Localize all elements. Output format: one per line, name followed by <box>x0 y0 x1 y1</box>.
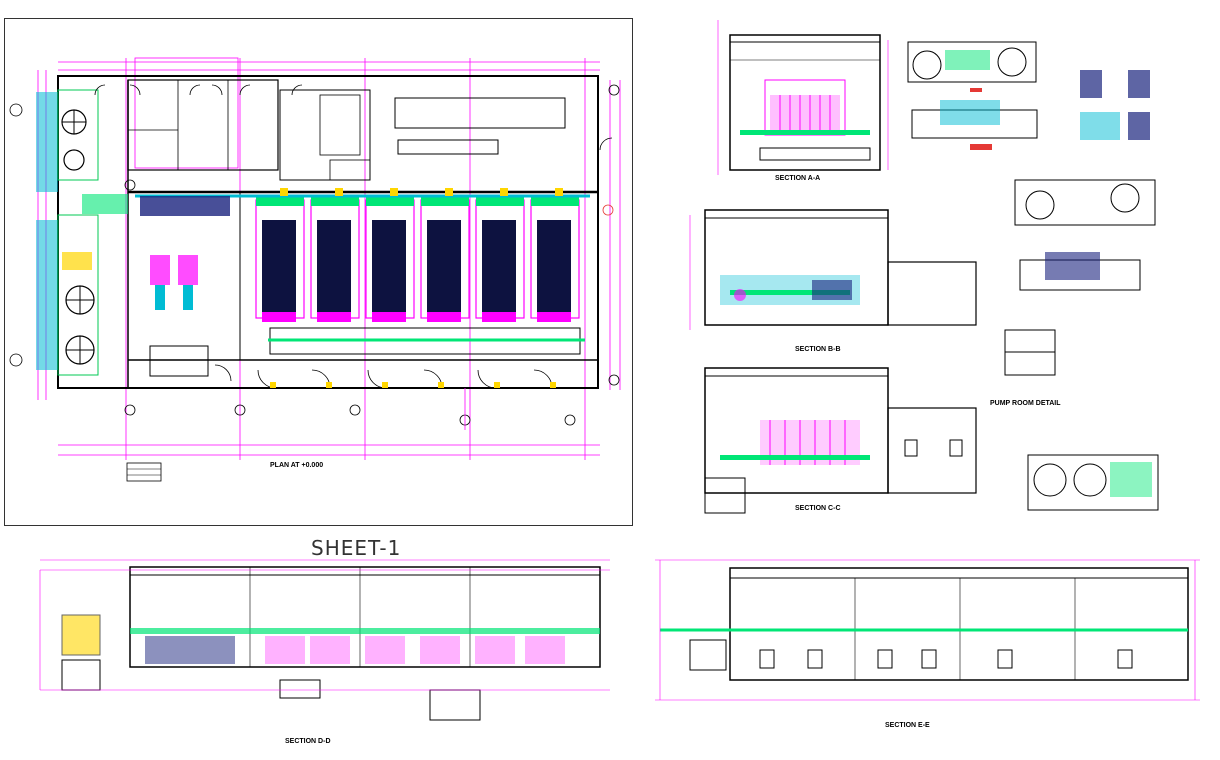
section-2-title: SECTION B-B <box>795 346 841 353</box>
section-1-title: SECTION A-A <box>775 175 821 182</box>
floor-plan <box>9 57 621 482</box>
detail-cluster <box>907 41 1159 511</box>
section-4-title: SECTION D-D <box>285 738 331 745</box>
plan-frame <box>4 18 633 526</box>
section-3-title: SECTION C-C <box>795 505 841 512</box>
unit-row <box>255 196 580 322</box>
section-bottom-left <box>39 559 610 721</box>
section-middle <box>689 209 977 514</box>
section-top <box>717 20 889 175</box>
sheet-title: SHEET-1 <box>311 536 402 560</box>
section-5-title: SECTION E-E <box>885 722 930 729</box>
pump-detail-title: PUMP ROOM DETAIL <box>990 400 1061 407</box>
plan-title: PLAN AT +0.000 <box>270 462 324 469</box>
section-bottom-right <box>655 559 1200 701</box>
